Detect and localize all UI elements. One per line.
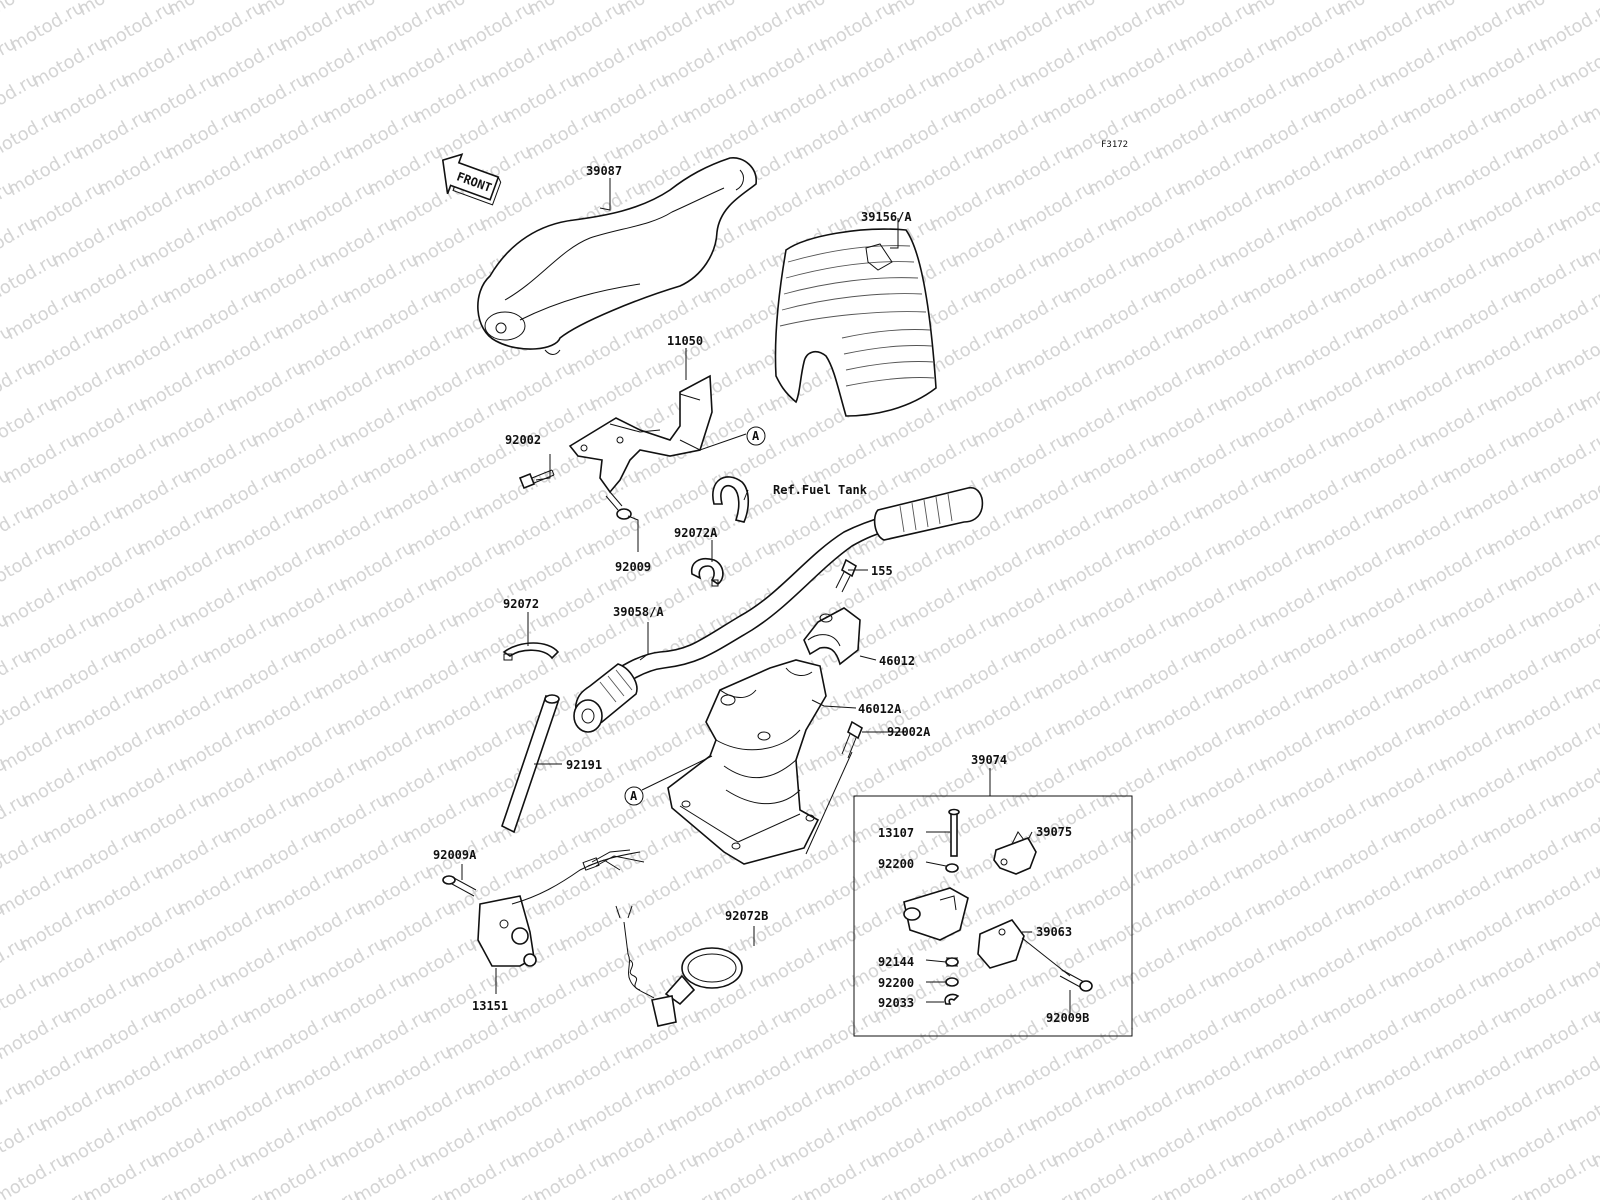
watermark-text: motod.ru — [0, 1149, 72, 1200]
label-92002: 92002 — [505, 433, 541, 447]
holder-46012A — [667, 659, 827, 865]
fuel-hose — [712, 476, 750, 523]
label-92002A: 92002A — [887, 725, 931, 739]
label-13151: 13151 — [472, 999, 508, 1013]
label-39156: 39156/A — [861, 210, 912, 224]
switch-13151 — [477, 849, 645, 967]
svg-text:A: A — [630, 789, 638, 803]
part-39063 — [977, 919, 1025, 969]
svg-text:A: A — [752, 429, 760, 443]
kit-39074-box — [853, 795, 1133, 1037]
cover-39087 — [477, 157, 757, 355]
part-39075 — [993, 831, 1037, 875]
label-39075: 39075 — [1036, 825, 1072, 839]
label-92144: 92144 — [878, 955, 914, 969]
label-46012: 46012 — [879, 654, 915, 668]
boot-39156 — [774, 228, 937, 417]
label-155: 155 — [871, 564, 893, 578]
label-92191: 92191 — [566, 758, 602, 772]
bolt-92002 — [518, 469, 555, 490]
label-13107: 13107 — [878, 826, 914, 840]
bolt-155 — [835, 558, 857, 593]
pin-13107 — [948, 808, 960, 857]
label-ref-fuel-tank: Ref.Fuel Tank — [773, 483, 868, 497]
label-92009A: 92009A — [433, 848, 477, 862]
label-92072A: 92072A — [674, 526, 718, 540]
part-labels: 39087 39156/A 11050 92002 Ref.Fuel Tank … — [433, 164, 1089, 1025]
figure-code: F3172 — [1101, 140, 1128, 150]
clamp-92072B — [615, 905, 743, 1027]
label-46012A: 46012A — [858, 702, 902, 716]
screw-92009B — [1059, 969, 1093, 992]
tube-92191 — [501, 694, 560, 834]
clamp-92072A — [690, 558, 724, 587]
label-92033: 92033 — [878, 996, 914, 1010]
label-92072: 92072 — [503, 597, 539, 611]
screw-92009 — [605, 491, 632, 520]
screw-92009A — [442, 875, 477, 897]
label-92200-lower: 92200 — [878, 976, 914, 990]
leader-lines — [461, 178, 1071, 1016]
label-39087: 39087 — [586, 164, 622, 178]
clamp-92072 — [502, 642, 560, 661]
label-39074: 39074 — [971, 753, 1007, 767]
reference-A-top: A — [746, 426, 766, 446]
bolt-92002A — [841, 720, 863, 759]
washer-92200-upper — [945, 863, 959, 873]
label-11050: 11050 — [667, 334, 703, 348]
label-92009: 92009 — [615, 560, 651, 574]
circlip-92033 — [944, 993, 960, 1005]
label-39063: 39063 — [1036, 925, 1072, 939]
bracket-11050 — [568, 374, 713, 494]
reference-A-bottom: A — [624, 786, 644, 806]
handlebar-39058 — [573, 486, 984, 733]
label-92072B: 92072B — [725, 909, 768, 923]
label-92009B: 92009B — [1046, 1011, 1089, 1025]
label-39058: 39058/A — [613, 605, 664, 619]
spring-92144 — [945, 957, 959, 967]
lever-block — [903, 887, 969, 941]
label-92200-upper: 92200 — [878, 857, 914, 871]
holder-46012 — [803, 607, 861, 666]
washer-92200-lower — [945, 977, 959, 987]
